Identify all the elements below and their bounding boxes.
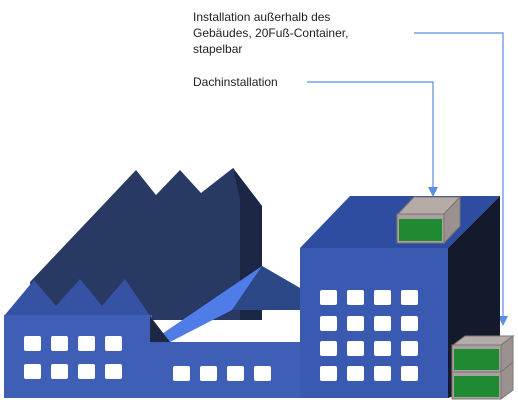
- window: [374, 290, 391, 305]
- window: [320, 341, 337, 356]
- window: [51, 336, 68, 351]
- roof-container-icon: [396, 195, 462, 245]
- windows-left-hall: [24, 336, 122, 379]
- middle-hall-shadow: [150, 316, 170, 342]
- window: [320, 366, 337, 381]
- window: [24, 364, 41, 379]
- window: [320, 316, 337, 331]
- window: [347, 290, 364, 305]
- arrowhead-roof: [428, 187, 438, 197]
- middle-hall-wall: [150, 342, 300, 398]
- leader-line-outside: [414, 32, 504, 318]
- window: [347, 366, 364, 381]
- window: [401, 341, 418, 356]
- leader-lines: [307, 32, 504, 318]
- ground-container-stack-icon: [451, 335, 515, 400]
- left-hall-wall: [4, 315, 152, 398]
- window: [347, 341, 364, 356]
- window: [173, 366, 190, 381]
- container-front-green: [399, 219, 442, 241]
- annotation-outside-installation: Installation außerhalb des Gebäudes, 20F…: [193, 10, 349, 56]
- window: [200, 366, 217, 381]
- window: [78, 336, 95, 351]
- window: [78, 364, 95, 379]
- window: [51, 364, 68, 379]
- window: [227, 366, 244, 381]
- window: [105, 336, 122, 351]
- window: [374, 366, 391, 381]
- back-hall: [30, 168, 262, 320]
- window: [401, 316, 418, 331]
- window: [24, 336, 41, 351]
- leader-arrowheads: [428, 187, 508, 326]
- window: [105, 364, 122, 379]
- window: [320, 290, 337, 305]
- window: [374, 341, 391, 356]
- window: [401, 290, 418, 305]
- container-front-green: [454, 349, 499, 370]
- container-front-green: [454, 376, 499, 397]
- leader-line-roof: [307, 81, 434, 189]
- windows-tower: [320, 290, 418, 381]
- left-hall-roof: [4, 279, 150, 316]
- middle-hall-roof-dark: [232, 266, 300, 310]
- arrowhead-outside: [498, 316, 508, 326]
- windows-middle-hall: [173, 366, 271, 381]
- window: [374, 316, 391, 331]
- window: [347, 316, 364, 331]
- window: [401, 366, 418, 381]
- window: [254, 366, 271, 381]
- annotation-roof-installation: Dachinstallation: [193, 75, 278, 89]
